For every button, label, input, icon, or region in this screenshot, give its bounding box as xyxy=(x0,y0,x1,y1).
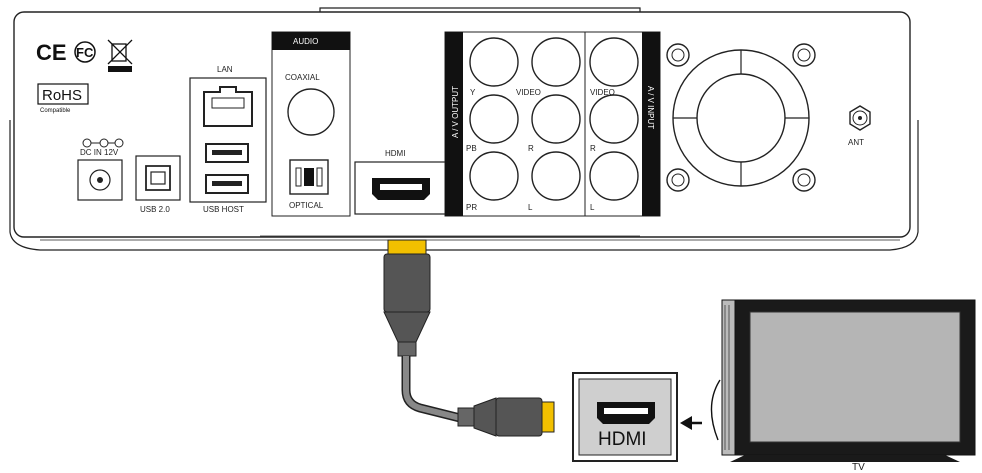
power-label: DC IN 12V xyxy=(80,148,119,157)
av-output-y-jack xyxy=(469,37,519,87)
optical-label: OPTICAL xyxy=(289,201,324,210)
rj45-icon xyxy=(203,86,253,127)
tv-hdmi-callout: HDMI xyxy=(572,372,678,462)
av-input-header: A / V INPUT xyxy=(646,86,655,129)
usb20-port: USB 2.0 xyxy=(135,155,181,214)
fan-icon xyxy=(666,43,816,192)
av-output-label-pb: PB xyxy=(466,144,477,153)
av-input-r-jack xyxy=(589,94,639,144)
usb-a-icon xyxy=(205,143,249,163)
rohs-mark: RoHS xyxy=(42,87,82,104)
fc-mark: FC xyxy=(76,45,94,60)
audio-header: AUDIO xyxy=(293,37,318,46)
av-input-label-r: R xyxy=(590,144,596,153)
av-input-label-l: L xyxy=(590,203,595,212)
rohs-subtext: Compatible xyxy=(40,108,71,114)
optical-port-icon xyxy=(289,159,329,195)
tv-hdmi-label: HDMI xyxy=(598,429,647,450)
usb20-label: USB 2.0 xyxy=(140,205,170,214)
av-output-label-y: Y xyxy=(470,88,476,97)
av-output-header: A / V OUTPUT xyxy=(451,86,460,138)
av-output-label-pr: PR xyxy=(466,203,477,212)
power-input: DC IN 12V xyxy=(77,138,124,201)
av-output-r-jack xyxy=(531,94,581,144)
ce-mark: CE xyxy=(36,40,67,65)
hdmi-port-label: HDMI xyxy=(385,149,405,158)
hdmi-port-icon xyxy=(372,178,430,200)
hdmi-cable xyxy=(383,239,555,437)
av-group: A / V OUTPUT A / V INPUT Y VIDEO PB R PR… xyxy=(444,31,661,217)
usb-host-label: USB HOST xyxy=(203,205,244,214)
lan-usb-host-group: LAN USB HOST xyxy=(189,65,267,214)
av-output-video-jack xyxy=(531,37,581,87)
compliance-marks: CE FC RoHS Compatible xyxy=(36,39,133,114)
weee-bin-icon xyxy=(107,39,133,72)
av-output-label-r: R xyxy=(528,144,534,153)
arrow-left-icon xyxy=(680,416,702,430)
av-output-label-l: L xyxy=(528,203,533,212)
audio-group: AUDIO COAXIAL OPTICAL xyxy=(271,31,351,217)
television: TV xyxy=(710,299,976,473)
lan-label: LAN xyxy=(217,65,233,74)
usb-b-icon xyxy=(145,165,171,191)
av-output-label-video: VIDEO xyxy=(516,88,541,97)
antenna-label: ANT xyxy=(848,138,864,147)
hdmi-port-icon xyxy=(597,402,655,424)
av-output-pb-jack xyxy=(469,94,519,144)
tv-label: TV xyxy=(852,462,865,473)
av-input-label-video: VIDEO xyxy=(590,88,615,97)
antenna-port-icon: ANT xyxy=(848,105,871,147)
av-output-pr-jack xyxy=(469,151,519,201)
av-input-l-jack xyxy=(589,151,639,201)
coaxial-label: COAXIAL xyxy=(285,73,320,82)
usb-a-icon xyxy=(205,174,249,194)
av-input-video-jack xyxy=(589,37,639,87)
av-output-l-jack xyxy=(531,151,581,201)
